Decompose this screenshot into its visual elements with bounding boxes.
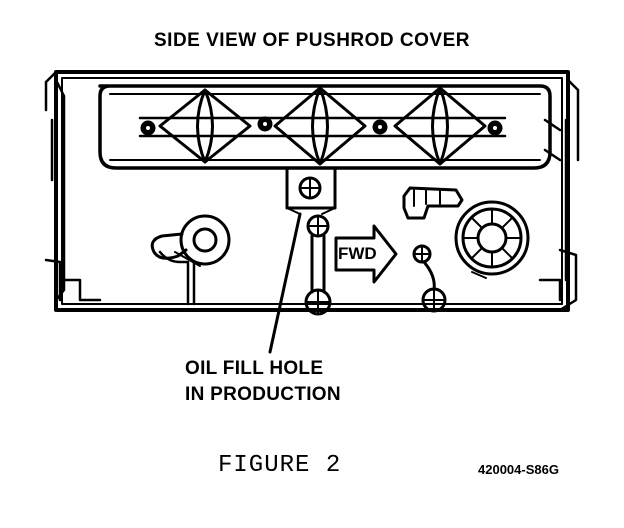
left-port bbox=[150, 214, 231, 306]
part-number: 420004-S86G bbox=[478, 462, 559, 477]
cover-flange bbox=[61, 77, 563, 305]
bolt-rail bbox=[138, 116, 507, 138]
lens-boss-2 bbox=[273, 86, 367, 166]
right-bracket bbox=[402, 186, 464, 220]
center-tube-bosses bbox=[304, 214, 332, 316]
cover-outline bbox=[54, 70, 570, 312]
right-port bbox=[454, 200, 530, 279]
callout-line-1: OIL FILL HOLE bbox=[185, 358, 324, 379]
right-link-bosses bbox=[412, 244, 447, 313]
figure-label: FIGURE 2 bbox=[218, 452, 342, 479]
oil-fill-hole bbox=[285, 166, 337, 215]
left-flange-detail bbox=[44, 70, 66, 302]
diagram-title: SIDE VIEW OF PUSHROD COVER bbox=[154, 30, 470, 51]
oil-fill-callout: OIL FILL HOLE IN PRODUCTION bbox=[185, 356, 341, 408]
fwd-label: FWD bbox=[338, 244, 377, 263]
callout-line-2: IN PRODUCTION bbox=[185, 384, 341, 405]
right-flange-detail bbox=[543, 78, 580, 312]
lens-boss-3 bbox=[393, 86, 487, 166]
lens-boss-1 bbox=[158, 88, 252, 164]
fwd-arrow bbox=[334, 224, 398, 284]
callout-leader bbox=[268, 212, 302, 354]
